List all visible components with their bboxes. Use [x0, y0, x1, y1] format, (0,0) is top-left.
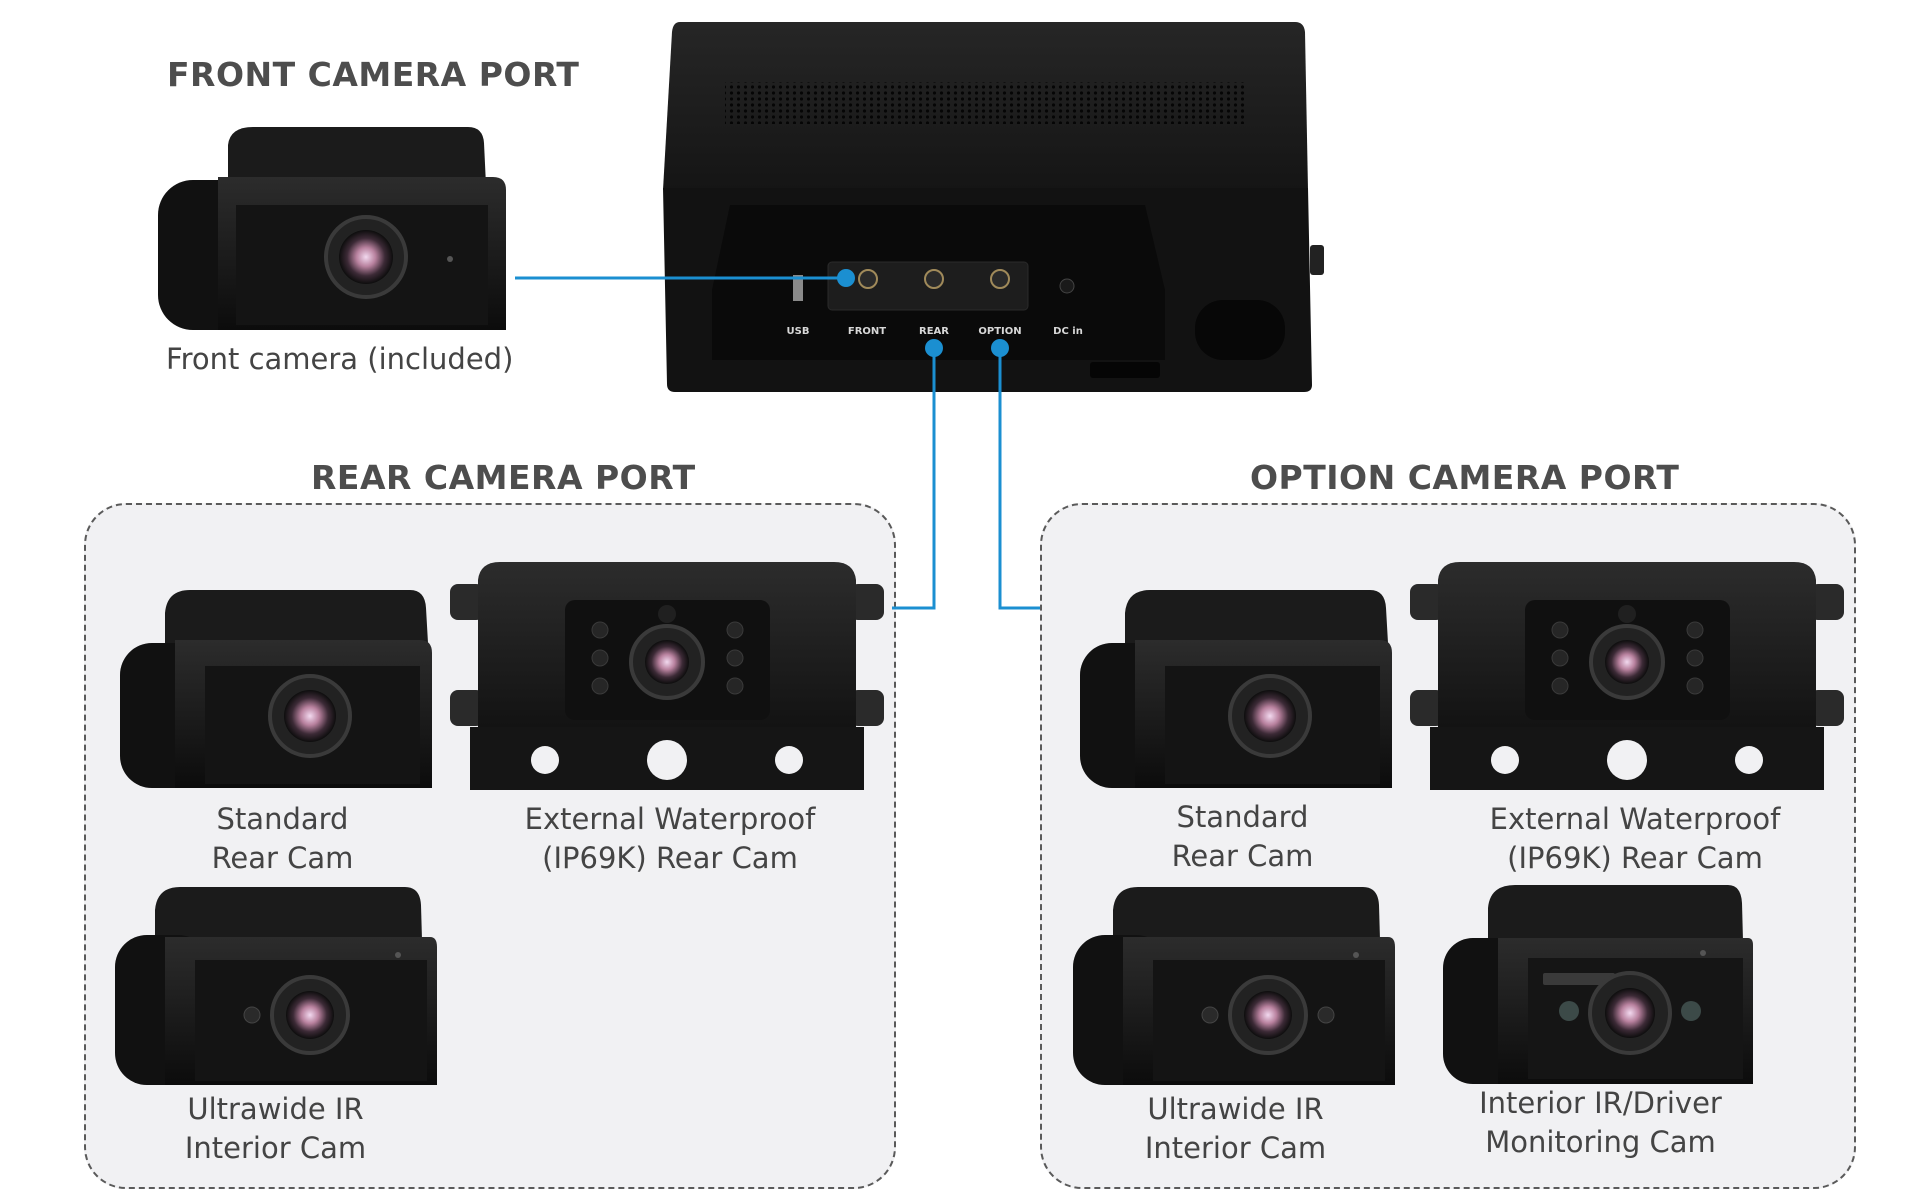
caption-line: External Waterproof	[524, 802, 816, 836]
front-connector-dot	[837, 269, 855, 287]
option-ultrawide-caption: Ultrawide IR Interior Cam	[1128, 1090, 1343, 1168]
front-port	[858, 269, 878, 289]
option-connector-dot	[991, 339, 1009, 357]
port-label-usb: USB	[787, 326, 810, 337]
caption-line: External Waterproof	[1489, 802, 1781, 836]
vent-grille	[725, 82, 1245, 124]
caption-line: Interior Cam	[1144, 1131, 1327, 1165]
caption-line: (IP69K) Rear Cam	[542, 841, 798, 875]
rear-ultrawide-caption: Ultrawide IR Interior Cam	[168, 1090, 383, 1168]
caption-line: (IP69K) Rear Cam	[1507, 841, 1763, 875]
rear-port	[924, 269, 944, 289]
usb-port	[793, 275, 803, 301]
mount-slot	[1195, 300, 1285, 360]
caption-line: Rear Cam	[211, 841, 354, 875]
connectors	[515, 276, 1040, 610]
caption-line: Interior IR/Driver	[1479, 1086, 1722, 1120]
rear-port-title: REAR CAMERA PORT	[311, 458, 696, 497]
ir-camera-icon	[1073, 887, 1395, 1085]
port-label-option: OPTION	[978, 326, 1021, 337]
sd-card-slot	[1090, 362, 1160, 378]
option-dms-caption: Interior IR/Driver Monitoring Cam	[1478, 1084, 1723, 1162]
rear-connector-dot	[925, 339, 943, 357]
caption-line: Ultrawide IR	[187, 1092, 364, 1126]
waterproof-camera-icon	[1410, 562, 1844, 790]
dashcam-icon	[120, 590, 432, 788]
rear-standard-caption: Standard Rear Cam	[180, 800, 385, 878]
waterproof-camera-icon	[450, 562, 884, 790]
front-camera-caption: Front camera (included)	[166, 342, 514, 376]
caption-line: Ultrawide IR	[1147, 1092, 1324, 1126]
port-label-rear: REAR	[919, 326, 949, 337]
side-button	[1310, 245, 1324, 275]
rear-waterproof-caption: External Waterproof (IP69K) Rear Cam	[505, 800, 835, 878]
port-label-front: FRONT	[848, 326, 886, 337]
rear-connector-line	[892, 348, 936, 610]
caption-line: Standard	[216, 802, 349, 836]
dashcam-icon	[1080, 590, 1392, 788]
option-port-title: OPTION CAMERA PORT	[1250, 458, 1680, 497]
ir-camera-icon	[115, 887, 437, 1085]
option-port	[990, 269, 1010, 289]
front-port-title: FRONT CAMERA PORT	[167, 55, 580, 94]
caption-line: Interior Cam	[184, 1131, 367, 1165]
port-label-dc-in: DC in	[1053, 326, 1083, 337]
caption-line: Rear Cam	[1171, 839, 1314, 873]
option-waterproof-caption: External Waterproof (IP69K) Rear Cam	[1470, 800, 1800, 878]
dc-in-port	[1059, 278, 1075, 294]
caption-line: Standard	[1176, 800, 1309, 834]
caption-line: Monitoring Cam	[1485, 1125, 1716, 1159]
dms-camera-icon	[1443, 885, 1753, 1084]
option-standard-caption: Standard Rear Cam	[1140, 798, 1345, 876]
dashcam-icon	[158, 127, 506, 330]
option-connector-line	[998, 348, 1040, 610]
recorder-unit: USB FRONT REAR OPTION DC in	[663, 22, 1324, 392]
